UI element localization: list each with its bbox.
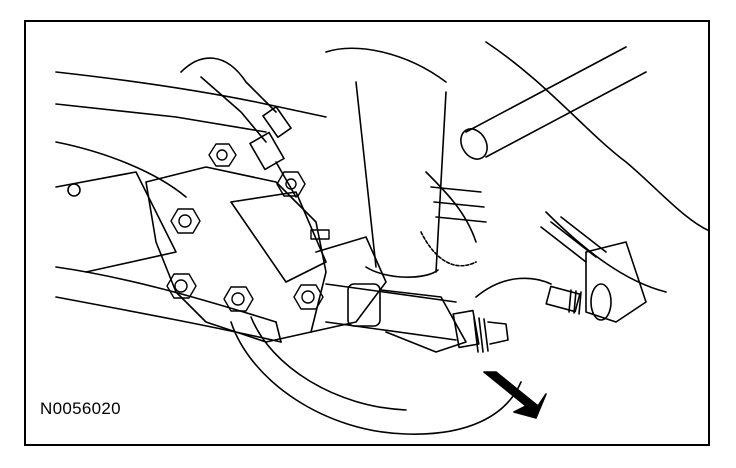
strut-base <box>365 266 439 278</box>
frame-rail-2 <box>545 211 667 293</box>
sensor-wire <box>475 277 552 298</box>
rotor-inner-edge <box>250 316 407 411</box>
axle-shaft-bottom <box>485 71 647 158</box>
frame-rail <box>485 41 708 232</box>
brake-rotor-outline <box>230 321 522 435</box>
link-rod-top <box>325 283 457 303</box>
bolt-lower-right <box>293 284 324 310</box>
abs-ring <box>420 231 477 267</box>
upper-panel <box>55 71 327 118</box>
knuckle-arm <box>310 236 387 333</box>
connector-threads <box>568 289 582 315</box>
link-rod-bottom <box>325 321 457 341</box>
bracket-right <box>585 241 647 323</box>
suspension-line-drawing <box>55 41 708 435</box>
bolt-upper <box>208 143 237 167</box>
brake-line-2 <box>200 76 267 143</box>
bolt-lower-left <box>166 273 197 299</box>
side-panel <box>55 141 187 198</box>
bolt-right <box>276 171 306 197</box>
link-body <box>380 289 467 353</box>
figure-reference-number: N0056020 <box>38 399 123 419</box>
bolt-mid <box>170 208 201 234</box>
indicator-arrow <box>483 371 547 419</box>
hose-to-caliper <box>275 161 297 198</box>
strut-top-mount <box>325 47 447 83</box>
illustration-frame <box>24 20 710 446</box>
panel-flange <box>55 171 177 273</box>
hose-nut <box>249 131 285 171</box>
sensor-threads <box>473 317 489 353</box>
panel-hole <box>67 183 81 197</box>
connector-body <box>545 285 581 313</box>
bolt-group <box>166 143 330 312</box>
strut-body-left <box>355 81 377 268</box>
lower-arm-bottom <box>55 296 282 343</box>
caliper-bracket <box>230 191 327 283</box>
connector-end <box>590 283 612 321</box>
stud <box>310 229 330 240</box>
upper-panel-2 <box>55 103 267 133</box>
cv-boot <box>425 171 487 243</box>
lower-arm-top <box>55 266 277 323</box>
bracket-ribs <box>540 216 607 263</box>
brake-line <box>180 57 277 113</box>
link-nut <box>347 283 381 327</box>
hose-fitting <box>262 105 292 139</box>
strut-body-right <box>435 91 447 273</box>
bolt-lower-center <box>223 286 254 312</box>
axle-end <box>460 128 488 160</box>
sensor-tip <box>487 321 509 345</box>
